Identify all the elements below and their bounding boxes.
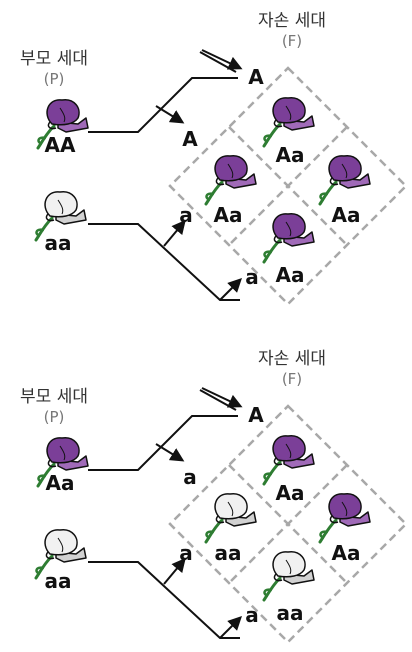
gamete-top-2: A [182, 127, 198, 151]
offspring-generation-symbol: (F) [282, 370, 302, 388]
arrow-gamete-bottom-2 [219, 278, 242, 301]
offspring-genotype: Aa [332, 541, 361, 565]
arrow-gamete-top-2 [155, 443, 185, 462]
arrow-gamete-bottom-1 [163, 219, 186, 247]
parent-2-line [88, 223, 240, 301]
offspring-genotype: Aa [214, 203, 243, 227]
offspring-flower [318, 493, 371, 544]
gamete-bottom-1: a [179, 541, 193, 565]
offspring-flower [262, 97, 315, 148]
parent-2-genotype: aa [45, 231, 72, 255]
offspring-flower [262, 213, 315, 264]
offspring-genotype: Aa [276, 481, 305, 505]
gamete-bottom-2: a [245, 265, 259, 289]
offspring-genotype: Aa [276, 143, 305, 167]
offspring-genotype: aa [215, 541, 242, 565]
parent-2-line [88, 561, 240, 639]
parent-2-flower [34, 191, 87, 242]
parent-generation-label: 부모 세대 [20, 49, 88, 69]
offspring-flower [262, 435, 315, 486]
offspring-flower [204, 155, 257, 206]
offspring-generation-label: 자손 세대 [258, 11, 326, 31]
arrow-gamete-bottom-1 [163, 557, 186, 585]
gamete-bottom-1: a [179, 203, 193, 227]
parent-1-flower [36, 99, 89, 150]
offspring-flower [204, 493, 257, 544]
parent-1-genotype: Aa [46, 471, 75, 495]
punnett-grid [168, 404, 408, 644]
parent-2-genotype: aa [45, 569, 72, 593]
parent-generation-symbol: (P) [44, 70, 65, 88]
offspring-genotype: Aa [276, 263, 305, 287]
parent-1-genotype: AA [45, 133, 76, 157]
gamete-top-1: A [248, 403, 264, 427]
gamete-bottom-2: a [245, 603, 259, 627]
arrow-gamete-top-1 [201, 387, 243, 408]
offspring-generation-symbol: (F) [282, 32, 302, 50]
arrow-gamete-bottom-2 [219, 616, 242, 639]
parent-1-flower [36, 437, 89, 488]
arrow-gamete-top-2 [155, 105, 185, 124]
offspring-flower [262, 551, 315, 602]
parent-generation-symbol: (P) [44, 408, 65, 426]
gamete-top-2: a [183, 465, 197, 489]
parent-2-flower [34, 529, 87, 580]
offspring-generation-label: 자손 세대 [258, 349, 326, 369]
punnett-grid [168, 66, 408, 306]
offspring-flower [318, 155, 371, 206]
arrow-gamete-top-1 [201, 49, 243, 70]
parent-1-line [88, 415, 238, 471]
gamete-top-1: A [248, 65, 264, 89]
offspring-genotype: Aa [332, 203, 361, 227]
offspring-genotype: aa [277, 601, 304, 625]
parent-1-top-branch [199, 51, 237, 73]
parent-1-top-branch [199, 389, 237, 411]
parent-generation-label: 부모 세대 [20, 387, 88, 407]
parent-1-line [88, 77, 238, 133]
